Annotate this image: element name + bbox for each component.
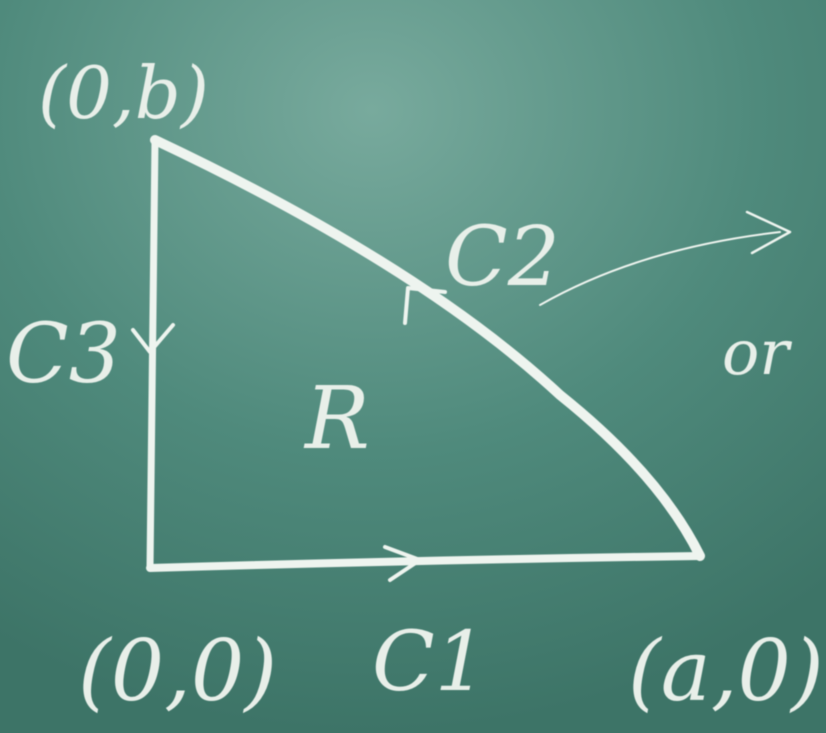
label-vertex-top: (0,b) <box>38 51 209 135</box>
edge-c2-hypotenuse <box>150 135 705 561</box>
pointer-line <box>539 231 781 306</box>
edge-c3-left <box>146 136 159 572</box>
label-vertex-origin: (0,0) <box>78 622 277 720</box>
arrow-c1-right <box>383 545 422 582</box>
pointer-arrowhead <box>745 210 792 255</box>
region-boundary <box>131 135 792 582</box>
chalk-labels: (0,b) (0,0) (a,0) C1 C2 C3 R or <box>6 51 824 720</box>
arrow-c2-up-left <box>403 286 447 325</box>
edge-c1-bottom <box>146 552 704 572</box>
label-c3: C3 <box>6 307 121 402</box>
arrow-c3-down <box>131 323 175 354</box>
label-side-note: or <box>722 316 792 389</box>
label-c2: C2 <box>445 210 560 305</box>
label-vertex-right: (a,0) <box>628 622 824 720</box>
label-region: R <box>303 369 370 469</box>
label-c1: C1 <box>372 615 487 710</box>
